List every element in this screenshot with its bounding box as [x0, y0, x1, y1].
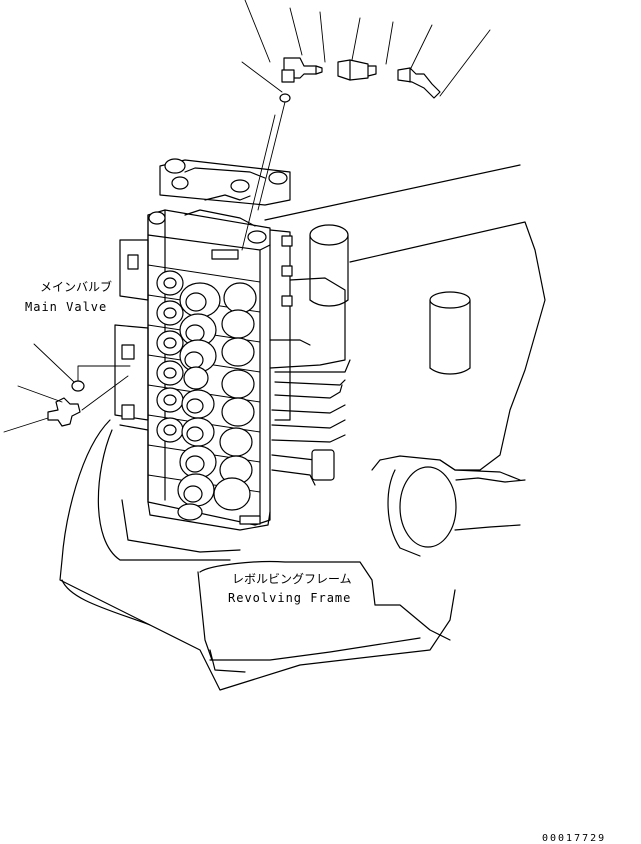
left-fittings — [3, 343, 131, 433]
main-valve-label-jp: メインバルブ — [40, 279, 112, 294]
main-valve-label-en: Main Valve — [25, 300, 107, 314]
revolving-frame-label-jp: レボルビングフレーム — [232, 572, 352, 586]
main-valve — [114, 158, 351, 531]
revolving-frame-label-en: Revolving Frame — [228, 591, 351, 605]
revolving-frame-callout: レボルビングフレーム Revolving Frame — [228, 572, 352, 605]
top-fittings — [241, 0, 491, 251]
main-valve-callout: メインバルブ Main Valve — [25, 279, 112, 314]
figure-code: 00017729 — [542, 833, 606, 844]
revolving-frame — [59, 164, 546, 691]
